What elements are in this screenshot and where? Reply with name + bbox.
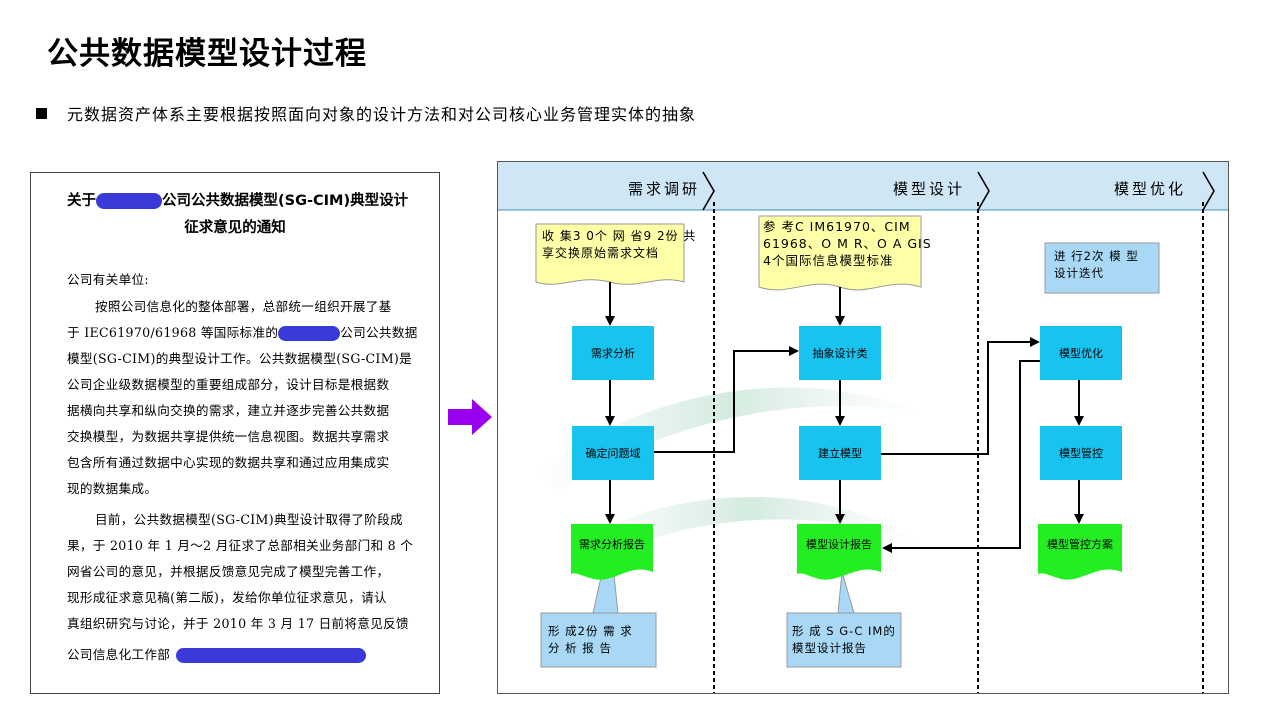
doc-requirement-report: 需求分析报告	[579, 538, 645, 551]
header-band	[498, 162, 1228, 210]
notice-line: 交换模型，为数据共享提供统一信息视图。数据共享需求	[67, 429, 390, 444]
step-build-model: 建立模型	[818, 447, 862, 460]
notice-line: 模型(SG-CIM)的典型设计工作。公共数据模型(SG-CIM)是	[67, 351, 413, 366]
notice-line: 现的数据集成。	[67, 481, 158, 496]
right-arrow-icon	[448, 399, 492, 435]
step-define-problem-domain: 确定问题域	[585, 447, 641, 460]
stage-header: 需求调研	[628, 180, 701, 198]
flow-arrow	[881, 337, 1040, 455]
notice-line: 于 IEC61970/61968 等国际标准的公司公共数据	[67, 325, 418, 341]
note-reference-standards: 参 考C IM61970、CIM 61968、O M R、O A GIS 4个国…	[763, 219, 932, 268]
doc-control-plan: 模型管控方案	[1047, 538, 1113, 551]
note-iterations: 进 行2次 模 型 设计迭代	[1054, 249, 1139, 280]
notice-line: 现形成征求意见稿(第二版)，发给你单位征求意见，请认	[67, 590, 387, 605]
flow-diagram: 需求调研 模型设计 模型优化 收 集3 0个 网 省9 2份 共 享交换原始需求…	[497, 161, 1229, 694]
chevron-right-icon	[977, 171, 990, 211]
doc-design-report: 模型设计报告	[806, 538, 872, 551]
process-box-shape	[572, 326, 654, 380]
note-req-reports: 形 成2份 需 求 分 析 报 告	[548, 624, 633, 655]
flow-diagram-graphics	[498, 162, 1228, 693]
step-requirement-analysis: 需求分析	[591, 347, 635, 360]
bullet-square-icon	[36, 107, 47, 119]
document-shape	[1038, 524, 1122, 580]
process-box-shape	[799, 426, 881, 480]
chevron-right-icon	[1202, 171, 1215, 211]
stage-header: 模型优化	[1114, 180, 1187, 198]
flow-arrow	[882, 360, 1040, 553]
notice-line: 包含所有通过数据中心实现的数据共享和通过应用集成实	[67, 455, 390, 470]
notice-document: 关于公司公共数据模型(SG-CIM)典型设计 征求意见的通知 公司有关单位: 按…	[30, 172, 440, 694]
note-design-report: 形 成 S G-C IM的 模型设计报告	[792, 624, 896, 655]
redaction-mark	[176, 648, 367, 663]
notice-line: 网省公司的意见，并根据反馈意见完成了模型完善工作，	[67, 564, 390, 579]
process-box-shape	[1040, 326, 1122, 380]
notice-line: 据横向共享和纵向交换的需求，建立并逐步完善公共数据	[67, 403, 390, 418]
chevron-right-icon	[702, 171, 715, 211]
notice-line: 目前，公共数据模型(SG-CIM)典型设计取得了阶段成	[95, 512, 403, 527]
notice-line: 真组织研究与讨论，并于 2010 年 3 月 17 日前将意见反馈	[67, 616, 409, 631]
notice-line: 公司企业级数据模型的重要组成部分，设计目标是根据数	[67, 377, 390, 392]
callout-shape	[1044, 242, 1160, 294]
step-model-optimization: 模型优化	[1059, 347, 1103, 360]
notice-title: 关于公司公共数据模型(SG-CIM)典型设计	[67, 193, 409, 209]
step-abstract-design-class: 抽象设计类	[812, 347, 868, 360]
step-model-control: 模型管控	[1059, 447, 1103, 460]
flow-arrow	[654, 346, 799, 453]
document-shape	[571, 524, 653, 580]
notice-line: 按照公司信息化的整体部署，总部统一组织开展了基	[95, 299, 392, 314]
bullet-text: 元数据资产体系主要根据按照面向对象的设计方法和对公司核心业务管理实体的抽象	[67, 105, 697, 124]
redaction-mark	[96, 193, 162, 209]
callout-shape	[786, 571, 902, 668]
background-swirl	[578, 497, 918, 562]
document-shape	[797, 524, 881, 580]
process-box-shape	[572, 426, 654, 480]
stage-header: 模型设计	[893, 180, 966, 198]
process-box-shape	[799, 326, 881, 380]
redaction-mark	[278, 326, 341, 341]
notice-line: 果，于 2010 年 1 月～2 月征求了总部相关业务部门和 8 个	[67, 538, 414, 553]
notice-line: 公司信息化工作部	[67, 644, 367, 663]
notice-salutation: 公司有关单位:	[67, 272, 149, 287]
notice-title-line2: 征求意见的通知	[184, 220, 286, 236]
page-title: 公共数据模型设计过程	[47, 36, 367, 72]
bullet-point: 元数据资产体系主要根据按照面向对象的设计方法和对公司核心业务管理实体的抽象	[36, 101, 696, 125]
process-box-shape	[1040, 426, 1122, 480]
note-collect-docs: 收 集3 0个 网 省9 2份 共 享交换原始需求文档	[542, 229, 697, 260]
